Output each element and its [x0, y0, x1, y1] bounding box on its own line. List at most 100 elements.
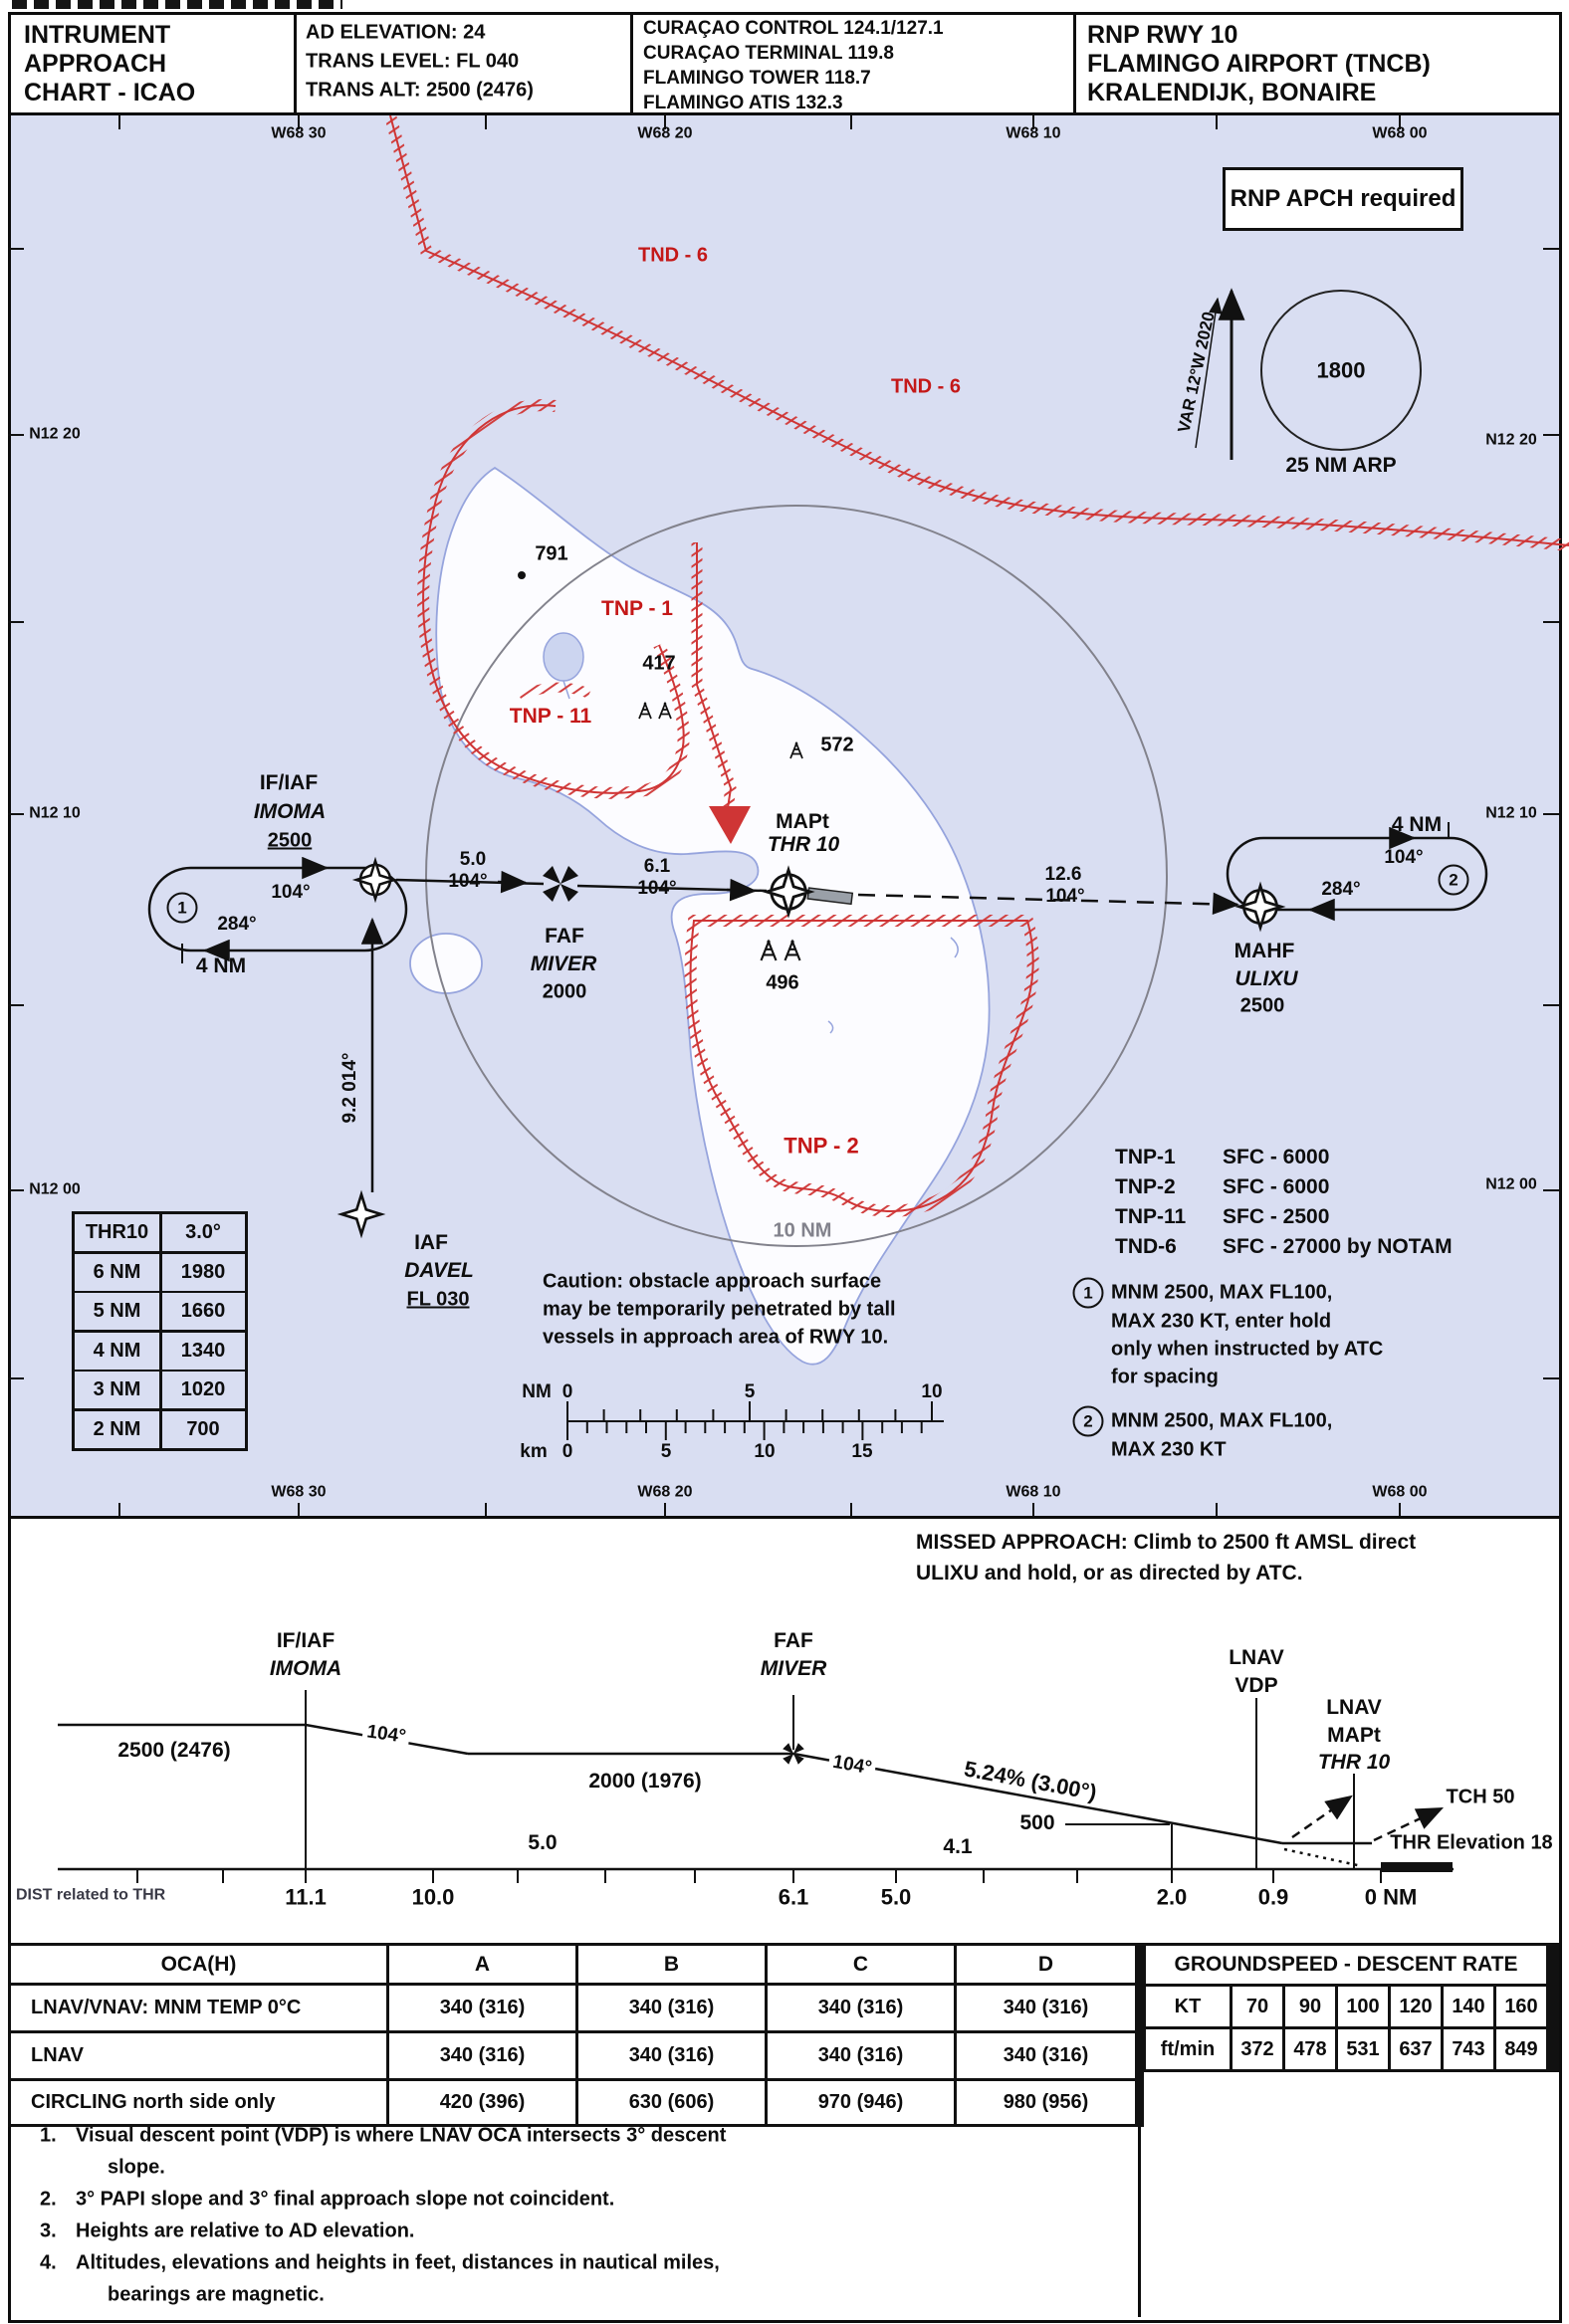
- leg-mapt-ulixu-crs: 104°: [1045, 886, 1085, 908]
- hold-right-inbound: 104°: [1384, 847, 1424, 869]
- hold-note-2-number: 2: [1072, 1405, 1104, 1437]
- msa-radius-label: 25 NM ARP: [1285, 453, 1397, 477]
- tnp-limits: SFC - 2500: [1223, 1204, 1330, 1228]
- note-number: 1.: [40, 2124, 57, 2147]
- lat-label: N12 10: [1485, 804, 1537, 822]
- rnp-apch-required-label: RNP APCH required: [1230, 185, 1457, 212]
- lon-label: W68 10: [1006, 124, 1061, 142]
- gs-kt-value: 160: [1496, 1987, 1546, 2026]
- profile-mapt-label: THR 10: [1317, 1750, 1391, 1774]
- scale-km-tick: 15: [851, 1441, 873, 1463]
- davel-name: DAVEL: [404, 1258, 474, 1282]
- profile-mapt-label: MAPt: [1327, 1723, 1381, 1747]
- gs-kt-value: 70: [1233, 1987, 1282, 2026]
- scale-nm-tick: 5: [744, 1381, 756, 1403]
- map-profile-divider: [8, 1516, 1559, 1519]
- klein-bonaire-island: [409, 933, 483, 994]
- note-line: bearings are magnetic.: [108, 2283, 325, 2306]
- lat-label: N12 00: [1485, 1175, 1537, 1193]
- imoma-altitude: 2500: [267, 829, 313, 852]
- missed-approach-line: MISSED APPROACH: Climb to 2500 ft AMSL d…: [916, 1530, 1417, 1554]
- leg-davel-imoma: 9.2 014°: [339, 1052, 361, 1124]
- thr-table-cell: 6 NM: [75, 1253, 159, 1291]
- note-line: 3° PAPI slope and 3° final approach slop…: [76, 2188, 615, 2211]
- note-number: 4.: [40, 2251, 57, 2274]
- tnp-name: TNP-2: [1115, 1174, 1176, 1198]
- note-line: slope.: [108, 2156, 165, 2179]
- scale-km-tick: 5: [660, 1441, 672, 1463]
- freq-flamingo-tower: FLAMINGO TOWER 118.7: [643, 68, 871, 90]
- miver-altitude: 2000: [542, 980, 587, 1003]
- lon-label: W68 10: [1006, 1483, 1061, 1501]
- thr-table-cell: 1980: [161, 1253, 245, 1291]
- hold-note-1-number: 1: [1072, 1277, 1104, 1309]
- chart-type-line: APPROACH: [24, 49, 167, 78]
- oca-value: 420 (396): [389, 2081, 575, 2124]
- profile-dist-value: 11.1: [285, 1884, 327, 1910]
- lon-label: W68 00: [1372, 124, 1428, 142]
- caution-line: may be temporarily penetrated by tall: [543, 1298, 896, 1321]
- header-divider: [1073, 12, 1076, 114]
- gs-kt-value: 140: [1444, 1987, 1493, 2026]
- oca-value: 340 (316): [768, 1986, 954, 2030]
- profile-dist-value: 5.0: [880, 1884, 912, 1910]
- tnp-name: TNP-11: [1115, 1204, 1187, 1228]
- ulixu-name: ULIXU: [1234, 966, 1298, 990]
- caution-line: Caution: obstacle approach surface: [543, 1270, 882, 1293]
- note-line: Altitudes, elevations and heights in fee…: [76, 2251, 720, 2274]
- graticule-ticks: [8, 114, 1559, 1518]
- thr-table-cell: 1660: [161, 1293, 245, 1330]
- gs-fpm-value: 531: [1338, 2029, 1388, 2069]
- leg-imoma-miver-dist: 5.0: [459, 849, 487, 871]
- profile-imoma-role: IF/IAF: [276, 1628, 336, 1652]
- profile-tch: TCH 50: [1446, 1786, 1515, 1808]
- thr-table-header: THR10: [75, 1214, 159, 1251]
- trans-level: TRANS LEVEL: FL 040: [306, 50, 520, 73]
- mapt-name: THR 10: [767, 832, 840, 856]
- hold-left-outbound: 284°: [217, 914, 257, 936]
- hold-note-2-line: MAX 230 KT: [1111, 1438, 1227, 1461]
- miver-role: FAF: [545, 924, 584, 948]
- oca-header: OCA(H): [11, 1946, 386, 1983]
- lat-label: N12 20: [1485, 431, 1537, 449]
- lat-label: N12 20: [29, 425, 81, 443]
- note-number: 3.: [40, 2219, 57, 2242]
- miver-name: MIVER: [530, 951, 597, 975]
- lat-label: N12 00: [29, 1180, 81, 1198]
- thr10-descent-table: THR10 3.0° 6 NM 1980 5 NM 1660 4 NM 1340…: [72, 1211, 248, 1451]
- davel-waypoint-symbol: [339, 1192, 383, 1236]
- ulixu-altitude: 2500: [1239, 994, 1285, 1017]
- range-ring-label: 10 NM: [773, 1219, 832, 1242]
- range-ring-10nm: [425, 505, 1168, 1247]
- leg-miver-mapt-dist: 6.1: [643, 856, 671, 878]
- header-divider: [630, 12, 633, 114]
- note-line: Heights are relative to AD elevation.: [76, 2219, 415, 2242]
- area-label-tnd6: TND - 6: [891, 375, 961, 398]
- profile-miver-role: FAF: [774, 1628, 813, 1652]
- spot-height-791: 791: [535, 542, 568, 565]
- thr-table-header: 3.0°: [161, 1214, 245, 1251]
- msa-value: 1800: [1316, 357, 1366, 383]
- freq-curacao-terminal: CURAÇAO TERMINAL 119.8: [643, 43, 894, 65]
- profile-vdp-label: LNAV: [1229, 1645, 1284, 1669]
- spot-height-417: 417: [642, 652, 676, 675]
- ulixu-role: MAHF: [1233, 939, 1295, 962]
- profile-imoma-name: IMOMA: [269, 1656, 342, 1680]
- profile-500ft-label: 500: [1019, 1810, 1055, 1834]
- oca-value: 340 (316): [578, 2033, 765, 2078]
- thr-table-cell: 3 NM: [75, 1372, 159, 1408]
- tnp-limits: SFC - 6000: [1223, 1174, 1330, 1198]
- imoma-role: IF/IAF: [259, 770, 319, 794]
- oca-row-label: LNAV: [11, 2033, 386, 2078]
- hold-note-2-line: MNM 2500, MAX FL100,: [1111, 1409, 1333, 1432]
- msa-circle: [1260, 290, 1422, 451]
- leg-imoma-miver-crs: 104°: [448, 871, 488, 893]
- leg-miver-mapt-crs: 104°: [637, 878, 677, 900]
- oca-value: 630 (606): [578, 2081, 765, 2124]
- davel-role: IAF: [414, 1230, 448, 1254]
- oca-header: B: [578, 1946, 765, 1983]
- scale-km-unit: km: [520, 1441, 548, 1463]
- hold-note-1-line: MAX 230 KT, enter hold: [1111, 1310, 1332, 1333]
- oca-header: A: [389, 1946, 575, 1983]
